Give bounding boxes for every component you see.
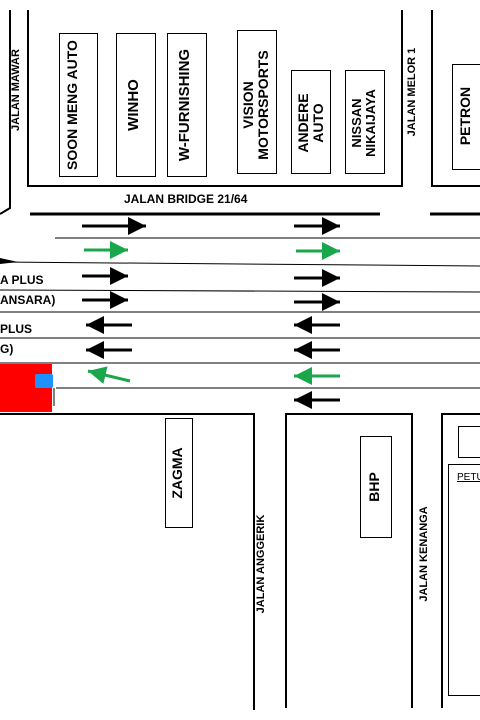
legend-title: PETU <box>457 472 480 483</box>
shop-label-vision: VISION MOTORSPORTS <box>240 50 271 160</box>
shop-box-w-furnishing <box>167 33 207 177</box>
shop-box-zagma <box>165 418 193 528</box>
shop-label-zagma: ZAGMA <box>169 447 185 499</box>
shop-label-andere: ANDERE AUTO <box>295 93 326 153</box>
shop-label-nissan: NISSAN NIKAIJAYA <box>349 89 378 157</box>
lane-label-4: G) <box>0 342 14 356</box>
legend-top-box <box>458 426 480 458</box>
shop-box-bhp <box>360 436 392 538</box>
block-outline-right <box>431 10 480 187</box>
shop-label-winho: WINHO <box>125 79 142 131</box>
lane-line-2 <box>0 261 480 267</box>
shop-box-nissan <box>345 70 385 174</box>
block-outline-far-left <box>0 10 11 215</box>
lane-label-1: A PLUS <box>0 273 44 287</box>
shop-box-andere <box>291 70 331 174</box>
lower-block-outline-mid <box>285 413 413 708</box>
shop-label-petron: PETRON <box>457 86 473 146</box>
road-label-jalan-melor-1: JALAN MELOR 1 <box>406 47 418 137</box>
shop-label-w-furnishing: W-FURNISHING <box>176 48 193 162</box>
block-outline-left <box>27 10 403 187</box>
blue-vehicle-marker <box>35 374 53 388</box>
green-arrow-west-a <box>87 366 131 384</box>
road-label-jalan-mawar: JALAN MAWAR <box>10 49 22 131</box>
shop-box-winho <box>116 33 156 177</box>
shop-label-soon-meng: SOON MENG AUTO <box>64 40 80 170</box>
shop-label-bhp: BHP <box>366 472 382 502</box>
road-label-jalan-kenanga: JALAN KENANGA <box>418 506 430 602</box>
shop-box-soon-meng <box>59 33 98 177</box>
shop-box-petron <box>452 64 480 170</box>
road-label-jalan-anggerik: JALAN ANGGERIK <box>255 514 267 614</box>
lane-line-3 <box>0 289 480 293</box>
lower-block-outline-left <box>0 413 255 710</box>
road-label-jalan-bridge: JALAN BRIDGE 21/64 <box>124 192 248 206</box>
lane-label-2: ANSARA) <box>0 293 56 307</box>
shop-box-vision <box>237 30 277 174</box>
lower-block-outline-right <box>441 413 480 708</box>
road-joint-marker <box>0 258 18 264</box>
legend-box <box>448 464 480 696</box>
lane-label-3: PLUS <box>0 322 33 336</box>
